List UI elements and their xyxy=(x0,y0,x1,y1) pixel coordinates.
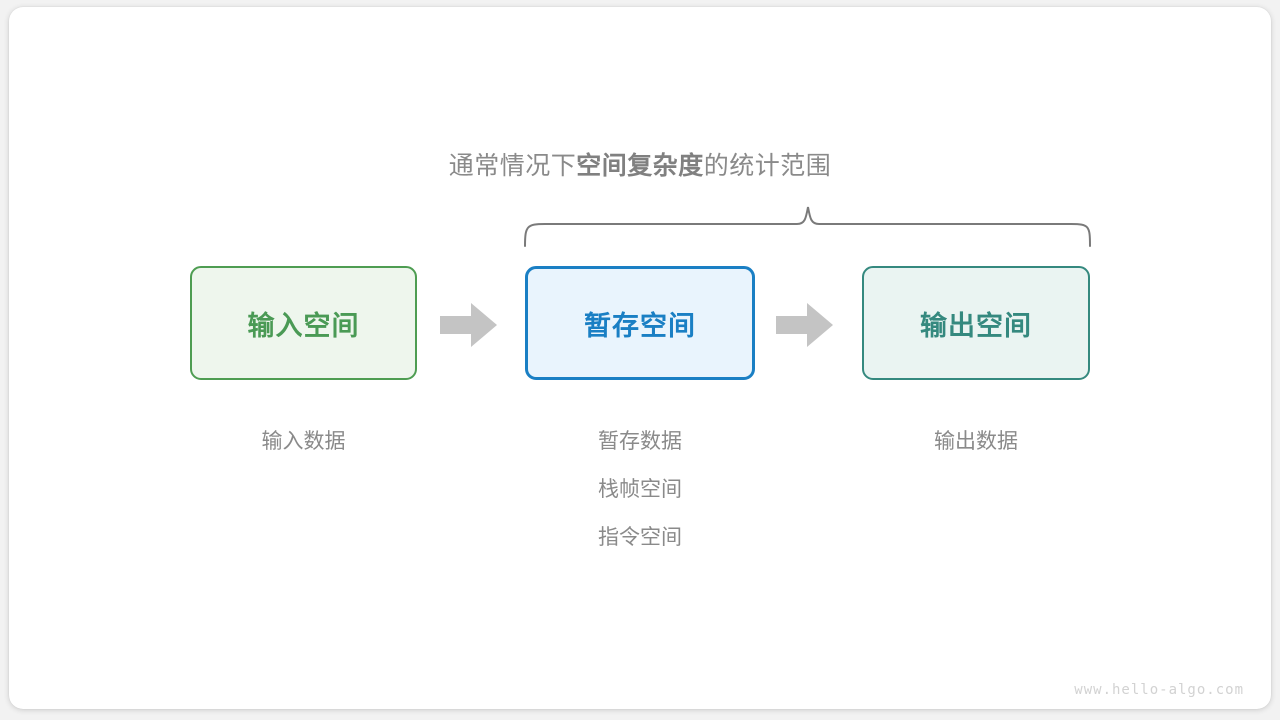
watermark: www.hello-algo.com xyxy=(1074,682,1244,698)
caption-temp: 暂存数据 栈帧空间 指令空间 xyxy=(525,418,755,562)
scope-title-emphasis: 空间复杂度 xyxy=(576,152,704,180)
caption-temp-line-3: 指令空间 xyxy=(598,526,682,549)
scope-title-suffix: 的统计范围 xyxy=(703,152,832,180)
caption-output: 输出数据 xyxy=(862,418,1090,466)
caption-input-line-1: 输入数据 xyxy=(261,430,346,453)
box-output-space-label: 输出空间 xyxy=(920,310,1032,341)
box-temp-space-label: 暂存空间 xyxy=(584,310,696,341)
caption-input: 输入数据 xyxy=(190,418,417,466)
scope-title: 通常情况下空间复杂度的统计范围 xyxy=(0,146,1280,182)
scope-brace-icon xyxy=(524,206,1091,247)
box-input-space-label: 输入空间 xyxy=(247,310,360,341)
caption-temp-line-2: 栈帧空间 xyxy=(598,478,682,501)
box-output-space[interactable]: 输出空间 xyxy=(862,266,1090,380)
caption-output-line-1: 输出数据 xyxy=(934,430,1018,453)
arrow-right-icon xyxy=(776,303,833,347)
scope-title-prefix: 通常情况下 xyxy=(448,152,577,180)
caption-temp-line-1: 暂存数据 xyxy=(598,430,682,453)
box-temp-space[interactable]: 暂存空间 xyxy=(525,266,755,380)
box-input-space[interactable]: 输入空间 xyxy=(190,266,417,380)
arrow-right-icon xyxy=(440,303,497,347)
